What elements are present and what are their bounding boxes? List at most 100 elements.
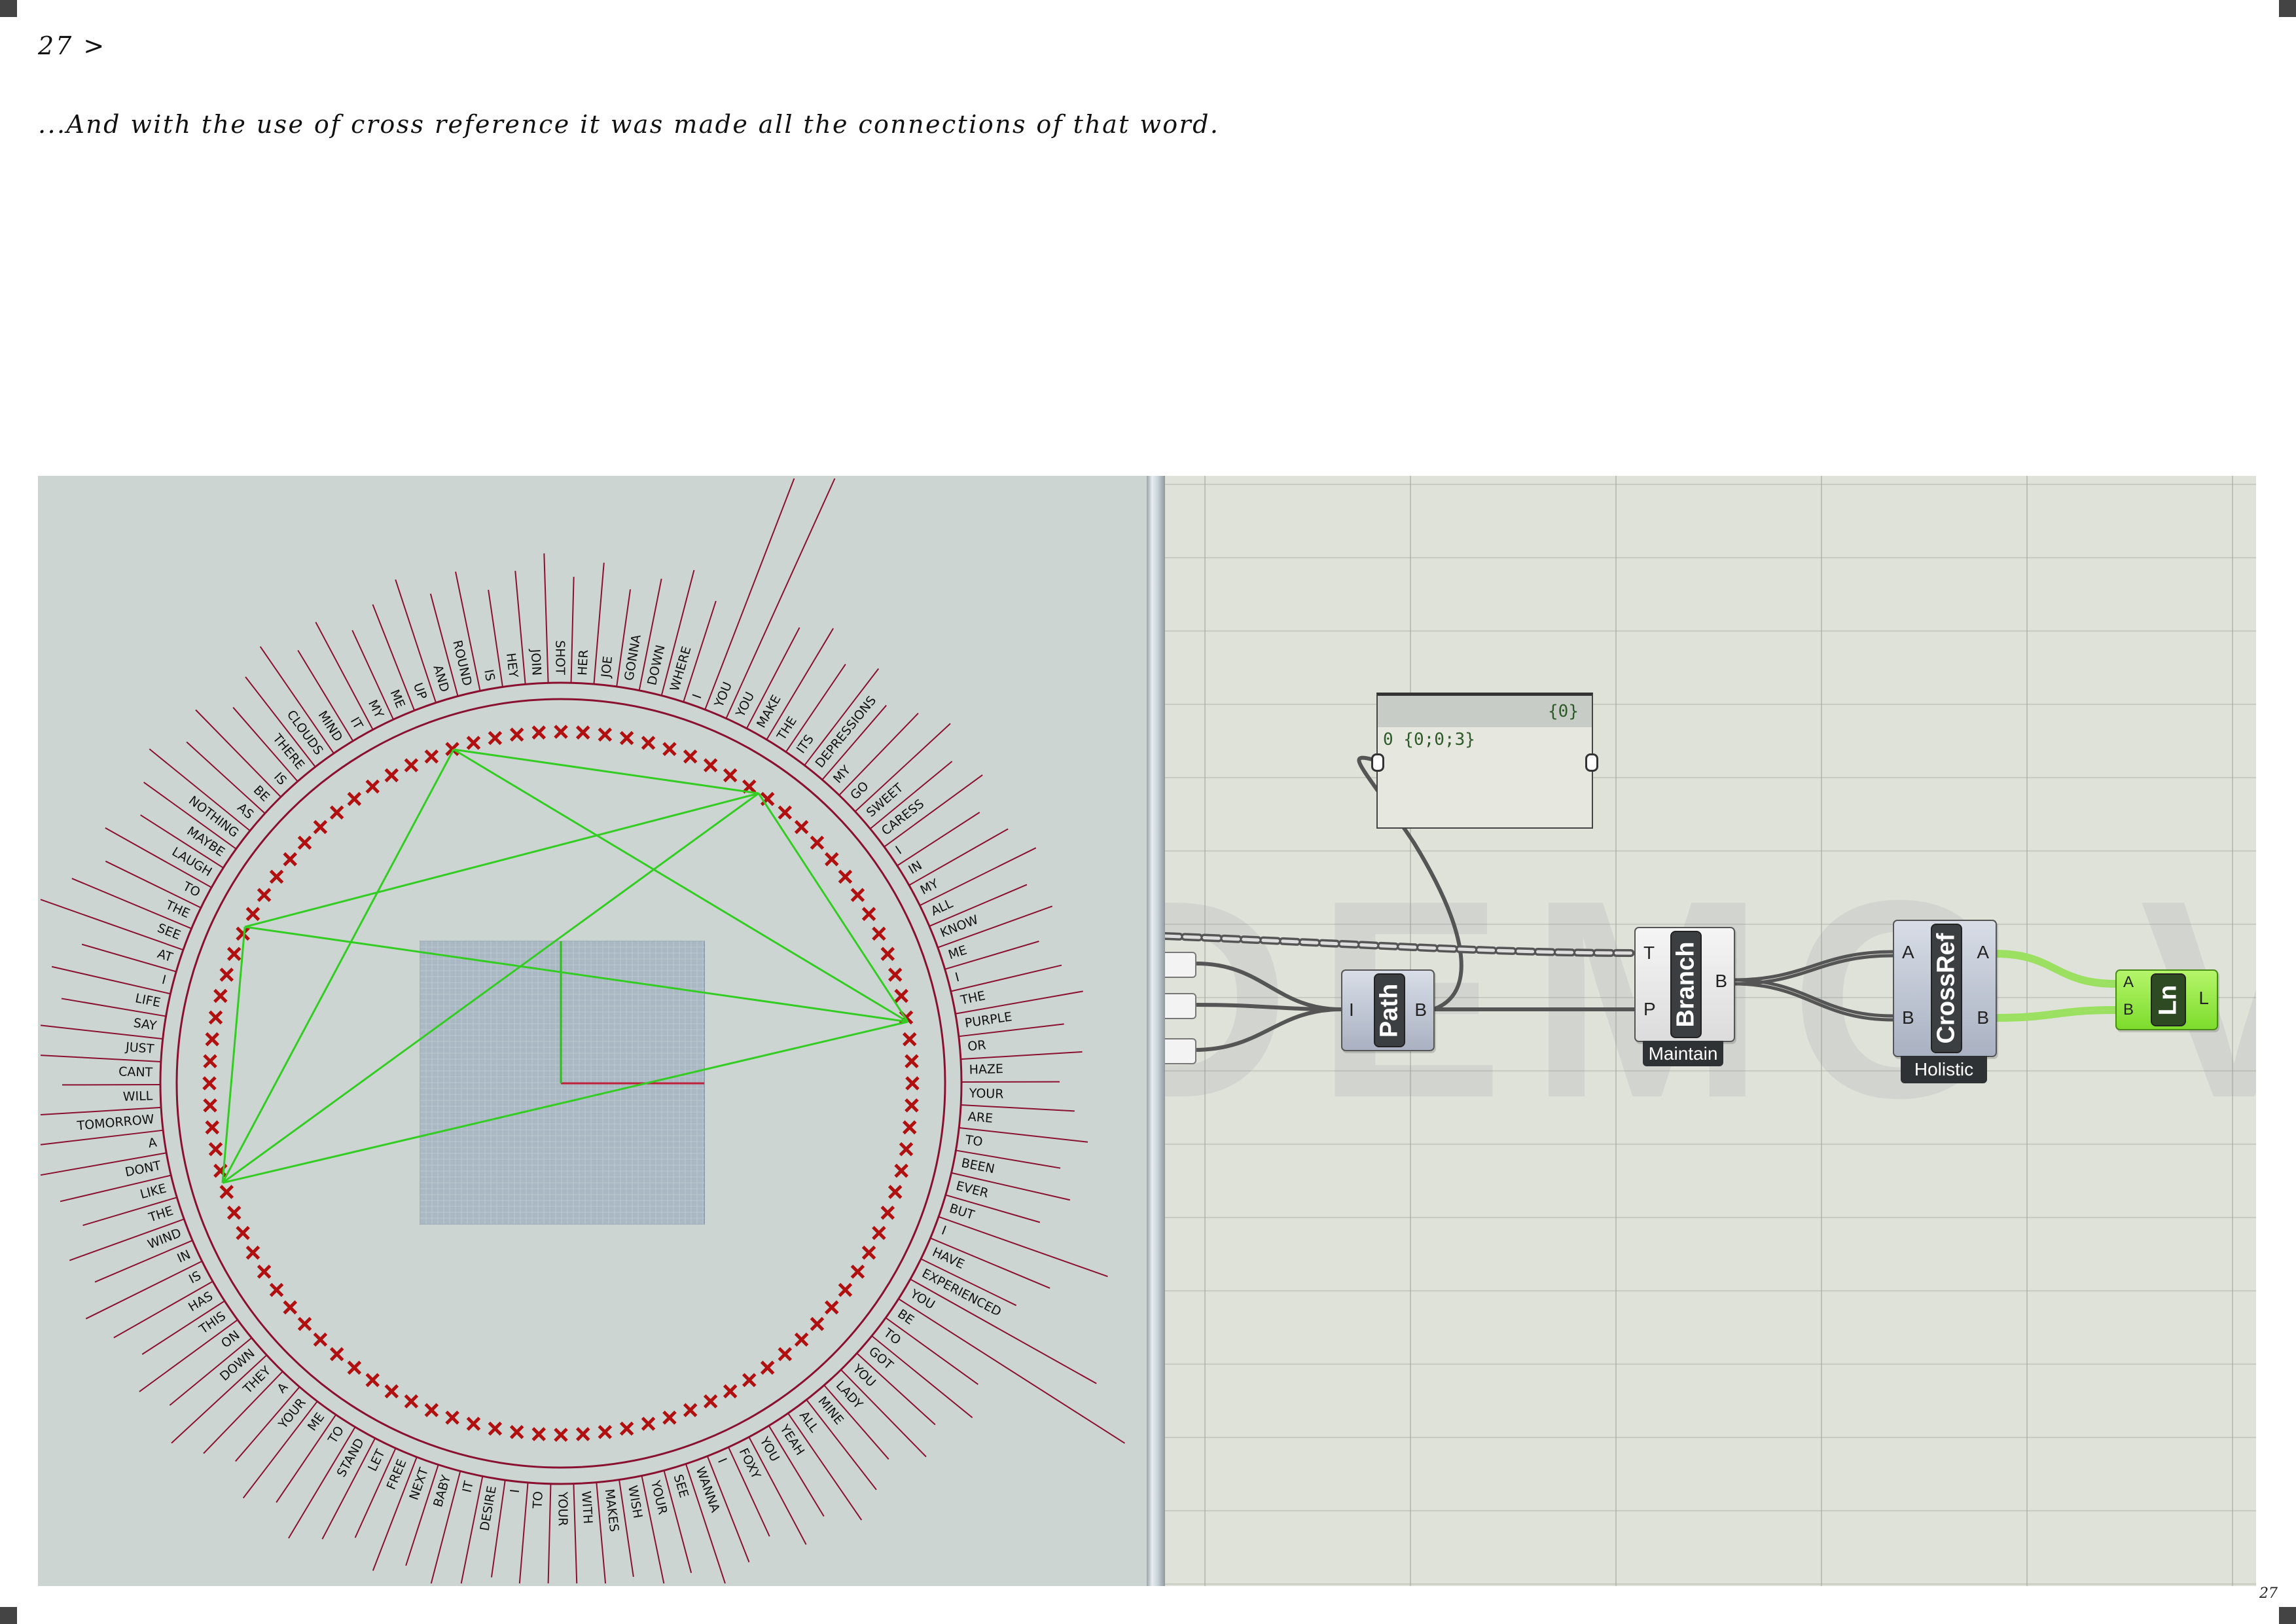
point-marker — [888, 967, 903, 982]
word-tick — [245, 676, 316, 768]
word-label: MY — [918, 876, 941, 898]
word-tick — [787, 1413, 863, 1521]
panel-output-grip[interactable] — [1585, 753, 1598, 772]
panel-splitter[interactable] — [1147, 476, 1165, 1586]
crossref-component[interactable]: CrossRef A B A B — [1893, 920, 1997, 1057]
point-marker — [575, 1427, 590, 1441]
point-marker — [554, 1428, 568, 1442]
word-label: OR — [967, 1038, 987, 1054]
data-panel[interactable]: {0} 0 {0;0;3} — [1371, 693, 1598, 829]
word-label: YOU — [850, 1361, 878, 1390]
connection-line — [221, 926, 246, 1183]
point-marker — [365, 779, 380, 794]
word-tick — [956, 1149, 1061, 1169]
point-marker — [598, 727, 613, 742]
point-marker — [554, 725, 568, 739]
point-marker — [245, 907, 260, 922]
word-label: TO — [325, 1424, 347, 1447]
word-tick — [869, 761, 953, 829]
point-marker — [850, 888, 865, 903]
word-tick — [945, 1194, 1041, 1223]
input-param-stub[interactable] — [1165, 952, 1196, 978]
point-marker — [205, 1120, 220, 1135]
port-label: A — [1977, 942, 1989, 962]
word-tick — [955, 990, 1083, 1015]
word-label: SAY — [132, 1016, 158, 1034]
word-tick — [706, 1456, 750, 1562]
word-label: EVER — [954, 1179, 990, 1201]
word-tick — [885, 1317, 978, 1385]
word-tick — [514, 571, 526, 685]
wire — [1357, 755, 1463, 1011]
crossref-mode-tag: Holistic — [1901, 1056, 1987, 1083]
point-marker — [208, 1142, 223, 1157]
word-label: YEAH — [777, 1422, 808, 1458]
word-label: YOUR — [555, 1491, 569, 1526]
word-tick — [455, 571, 481, 691]
point-marker — [641, 1416, 656, 1431]
word-tick — [821, 704, 887, 780]
word-tick — [372, 604, 416, 711]
panel-row: 0 {0;0;3} — [1383, 730, 1475, 749]
word-tick — [351, 630, 394, 720]
point-marker — [283, 852, 298, 867]
port-label: B — [1902, 1007, 1914, 1028]
branch-component[interactable]: Branch T P B — [1634, 927, 1735, 1042]
word-label: MAKES — [602, 1488, 622, 1532]
word-label: MIND — [315, 708, 346, 744]
word-tick — [704, 478, 795, 710]
word-tick — [315, 621, 374, 731]
path-component[interactable]: Path I B — [1341, 969, 1435, 1051]
word-label: HAVE — [930, 1245, 967, 1272]
point-marker — [838, 869, 853, 884]
word-label: THE — [147, 1204, 175, 1225]
point-marker — [347, 1360, 362, 1375]
word-tick — [82, 1197, 177, 1226]
point-marker — [205, 1032, 220, 1047]
point-marker — [466, 1416, 481, 1431]
corner-mark — [2279, 1607, 2296, 1624]
word-tick — [85, 1260, 203, 1320]
point-marker — [404, 1394, 419, 1409]
point-marker — [703, 758, 718, 772]
word-label: LADY — [833, 1379, 866, 1412]
word-tick — [748, 1436, 807, 1545]
word-tick — [929, 884, 1028, 927]
word-label: IN — [175, 1248, 192, 1266]
point-marker — [888, 1185, 903, 1199]
point-marker — [778, 1347, 793, 1362]
word-tick — [140, 814, 224, 869]
word-tick — [840, 1369, 927, 1458]
connection-line — [244, 926, 908, 1023]
word-label: IS — [271, 770, 289, 788]
point-marker — [641, 736, 656, 750]
panel-header: {0} — [1378, 696, 1592, 727]
point-marker — [424, 749, 439, 764]
input-param-stub[interactable] — [1165, 1038, 1196, 1064]
point-marker — [424, 1403, 439, 1418]
word-tick — [663, 1470, 692, 1574]
panel-input-grip[interactable] — [1371, 753, 1384, 772]
word-tick — [232, 707, 298, 782]
word-tick — [395, 579, 437, 703]
word-label: IS — [187, 1269, 204, 1287]
word-label: BE — [895, 1307, 916, 1327]
word-tick — [143, 782, 237, 850]
connection-line — [757, 793, 909, 1022]
word-tick — [51, 965, 171, 995]
point-marker — [850, 1264, 865, 1279]
grasshopper-canvas[interactable]: DEMO VERSION {0} 0 {0;0;3} Path — [1165, 476, 2256, 1586]
word-tick — [276, 1414, 336, 1503]
word-label: TOMORROW — [76, 1112, 155, 1133]
word-tick — [573, 1483, 578, 1584]
word-tick — [40, 1024, 163, 1040]
input-param-stub[interactable] — [1165, 993, 1196, 1019]
word-tick — [169, 1337, 253, 1406]
word-label: YOUR — [969, 1086, 1004, 1101]
wire — [1194, 962, 1343, 1011]
word-label: SEE — [671, 1473, 691, 1500]
point-marker — [703, 1394, 718, 1409]
line-component[interactable]: Ln A B L — [2115, 969, 2218, 1030]
word-tick — [960, 1051, 1083, 1060]
